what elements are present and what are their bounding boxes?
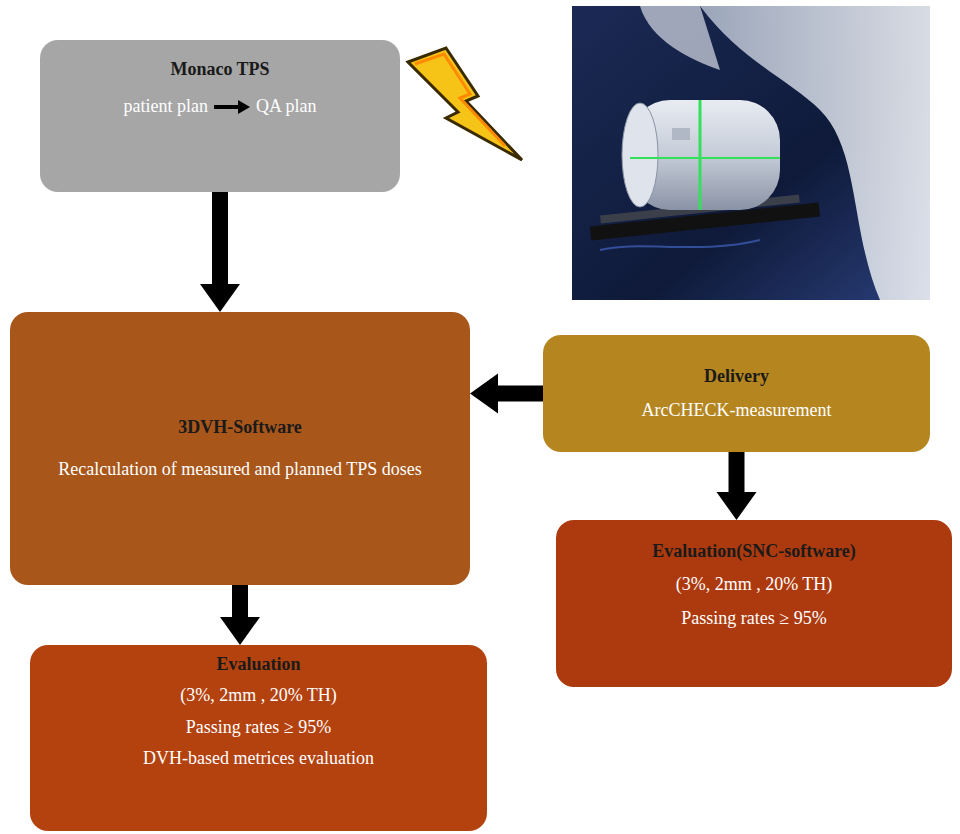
text-row: DVH-based metrices evaluation xyxy=(143,747,374,770)
flow-arrow xyxy=(729,452,745,492)
text-row: Recalculation of measured and planned TP… xyxy=(58,458,422,481)
box-text: patient plan xyxy=(124,95,208,118)
text-row: (3%, 2mm , 20% TH) xyxy=(676,573,833,596)
text-row: Evaluation xyxy=(216,653,300,676)
linac-photo xyxy=(572,6,930,300)
box-text: Passing rates ≥ 95% xyxy=(186,716,331,739)
box-text: (3%, 2mm , 20% TH) xyxy=(180,684,337,707)
flow-arrow xyxy=(232,585,248,617)
process-box: Monaco TPS patient plan QA plan xyxy=(40,40,400,192)
box-title: Evaluation(SNC-software) xyxy=(652,540,856,563)
process-box: Evaluation(SNC-software) (3%, 2mm , 20% T… xyxy=(556,520,952,687)
text-row: Delivery xyxy=(704,365,769,388)
box-text: Passing rates ≥ 95% xyxy=(681,607,826,630)
text-row: 3DVH-Software xyxy=(178,416,302,439)
box-title: Evaluation xyxy=(216,653,300,676)
box-title: Monaco TPS xyxy=(170,58,269,81)
box-title: 3DVH-Software xyxy=(178,416,302,439)
flow-arrow xyxy=(212,192,228,284)
lightning-bolt xyxy=(408,48,522,160)
text-row: Passing rates ≥ 95% xyxy=(186,716,331,739)
process-box: DeliveryArcCHECK-measurement xyxy=(543,335,930,452)
process-box: Evaluation (3%, 2mm , 20% TH) Passing rate… xyxy=(30,645,487,831)
process-box: 3DVH-SoftwareRecalculation of measured a… xyxy=(10,312,470,585)
box-text: Recalculation of measured and planned TP… xyxy=(58,458,422,481)
text-row: ArcCHECK-measurement xyxy=(642,399,832,422)
text-row: Passing rates ≥ 95% xyxy=(681,607,826,630)
text-row: (3%, 2mm , 20% TH) xyxy=(180,684,337,707)
text-row: Evaluation(SNC-software) xyxy=(652,540,856,563)
box-text: DVH-based metrices evaluation xyxy=(143,747,374,770)
box-text: QA plan xyxy=(256,95,317,118)
box-title: Delivery xyxy=(704,365,769,388)
box-text: (3%, 2mm , 20% TH) xyxy=(676,573,833,596)
box-text: ArcCHECK-measurement xyxy=(642,399,832,422)
text-row: Monaco TPS xyxy=(170,58,269,81)
flow-arrow xyxy=(498,386,543,402)
inline-arrow xyxy=(212,99,252,115)
text-row: patient plan QA plan xyxy=(124,95,317,118)
